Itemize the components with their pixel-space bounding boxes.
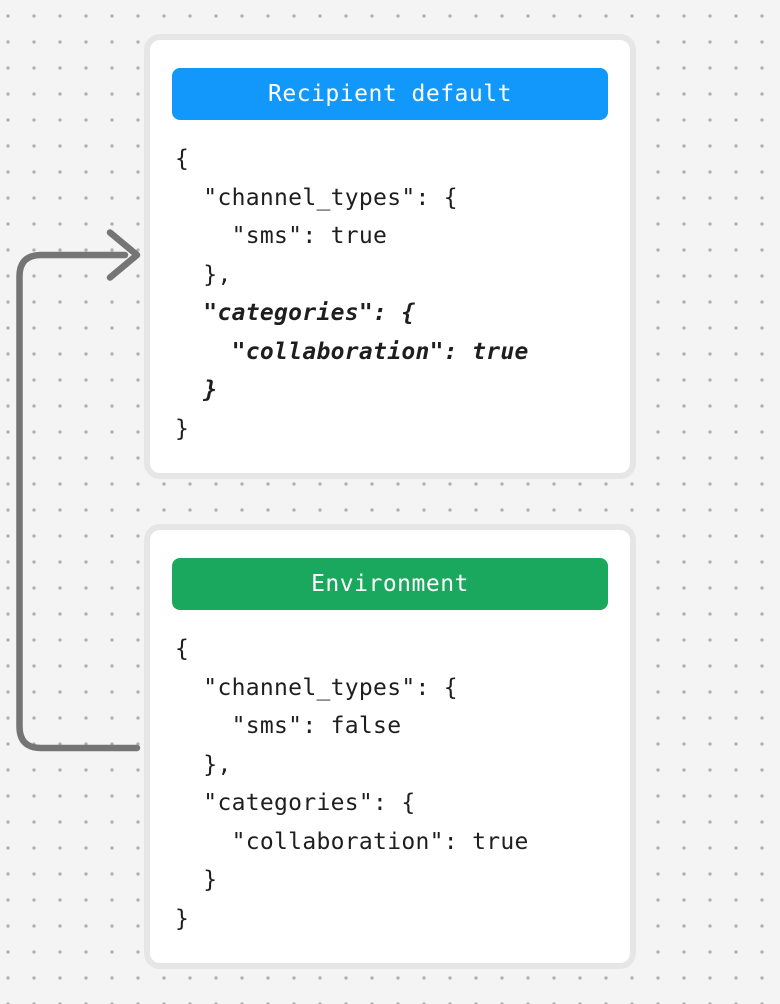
code-line: { xyxy=(175,636,190,662)
code-line: "collaboration": true xyxy=(175,828,529,855)
code-line: "sms": false xyxy=(175,713,402,739)
flow-arrow-line xyxy=(16,251,141,752)
code-line: "categories": { xyxy=(175,300,416,326)
recipient-default-card: Recipient default { "channel_types": { "… xyxy=(144,34,636,479)
recipient-default-header-label: Recipient default xyxy=(268,81,512,107)
code-line: } xyxy=(175,867,218,893)
code-line: } xyxy=(175,415,190,442)
environment-header-badge: Environment xyxy=(172,558,608,610)
environment-code: { "channel_types": { "sms": false }, "ca… xyxy=(172,630,608,938)
code-line: "collaboration": true xyxy=(175,338,529,365)
environment-card: Environment { "channel_types": { "sms": … xyxy=(144,524,636,969)
code-line: }, xyxy=(175,751,232,778)
environment-header-label: Environment xyxy=(311,571,469,597)
code-line: } xyxy=(175,905,190,932)
code-line: "channel_types": { xyxy=(175,184,458,211)
code-line: { xyxy=(175,146,190,172)
code-line: "channel_types": { xyxy=(175,674,458,701)
recipient-default-header-badge: Recipient default xyxy=(172,68,608,120)
code-line: } xyxy=(175,377,218,403)
code-line: }, xyxy=(175,261,232,288)
code-line: "sms": true xyxy=(175,223,388,249)
recipient-default-code: { "channel_types": { "sms": true }, "cat… xyxy=(172,140,608,448)
code-line: "categories": { xyxy=(175,790,416,816)
flow-arrowhead-icon xyxy=(106,229,141,281)
